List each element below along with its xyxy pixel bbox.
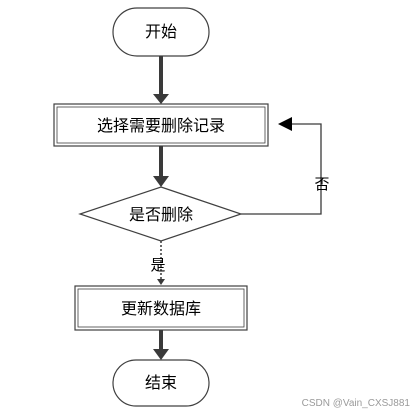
select-record-label: 选择需要删除记录 bbox=[97, 116, 225, 135]
delete-decision-label: 是否删除 bbox=[129, 205, 193, 224]
edge-select-to-decision bbox=[153, 146, 169, 187]
start-node-label: 开始 bbox=[145, 22, 177, 41]
edge-update-to-end bbox=[153, 330, 169, 360]
update-database-label: 更新数据库 bbox=[121, 299, 201, 318]
edge-decision-yes bbox=[157, 241, 165, 285]
update-database-node: 更新数据库 bbox=[74, 285, 248, 331]
edge-start-to-select bbox=[153, 56, 169, 104]
yes-label: 是 bbox=[150, 256, 165, 274]
end-node-label: 结束 bbox=[145, 373, 177, 392]
watermark-text: CSDN @Vain_CXSJ881 bbox=[301, 398, 410, 409]
delete-decision-node: 是否删除 bbox=[78, 186, 243, 242]
select-record-node: 选择需要删除记录 bbox=[53, 103, 269, 147]
end-node: 结束 bbox=[112, 359, 210, 407]
no-label: 否 bbox=[314, 175, 329, 193]
start-node: 开始 bbox=[112, 7, 210, 57]
edge-decision-no-loop bbox=[241, 117, 322, 215]
